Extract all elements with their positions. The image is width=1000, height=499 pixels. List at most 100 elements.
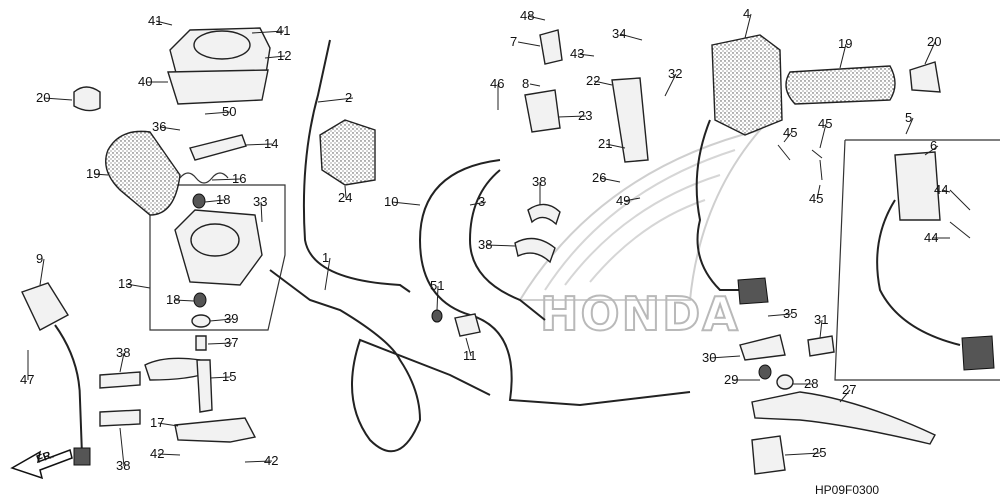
right-grip — [785, 65, 896, 105]
callout-c12: 12 — [277, 48, 291, 63]
callout-c10: 10 — [384, 194, 398, 209]
leader-line-c15 — [209, 376, 231, 379]
cable-2 — [302, 39, 411, 293]
leader-line-c9 — [39, 258, 45, 286]
leader-line-c16 — [211, 178, 241, 181]
callout-c15: 15 — [222, 369, 236, 384]
leader-line-c20b — [924, 41, 936, 65]
switch-assembly-frame — [834, 139, 1000, 381]
leader-line-c33 — [260, 201, 263, 223]
leader-line-c8 — [529, 83, 541, 87]
cover-24 — [319, 119, 376, 186]
callout-c14: 14 — [264, 136, 278, 151]
leader-line-c35 — [767, 313, 792, 317]
cap-18-upper — [192, 193, 206, 209]
bolt-44-a — [949, 189, 971, 211]
leader-line-c24 — [344, 185, 347, 199]
left-grip — [105, 130, 181, 216]
cap-18-lower — [193, 292, 207, 308]
pin-31 — [807, 335, 835, 357]
bolt-45-b — [811, 149, 823, 159]
callout-c43: 43 — [570, 46, 584, 61]
leader-line-c10 — [391, 201, 421, 206]
nut-29 — [758, 364, 772, 380]
callout-c38b: 38 — [116, 458, 130, 473]
bracket-17 — [174, 417, 257, 443]
callout-c29: 29 — [724, 372, 738, 387]
leader-line-c42b — [244, 460, 273, 463]
bolt-45-c — [819, 159, 823, 181]
callout-c40: 40 — [138, 74, 152, 89]
switch-housing-4 — [711, 34, 783, 136]
leader-line-c48 — [527, 15, 546, 21]
leader-line-c18a — [204, 199, 225, 203]
callout-c13: 13 — [118, 276, 132, 291]
callout-c20a: 20 — [36, 90, 50, 105]
callout-c39: 39 — [224, 311, 238, 326]
callout-c44b: 44 — [924, 230, 938, 245]
throttle-cover — [167, 27, 271, 105]
honda-wing-watermark: HONDA — [518, 128, 763, 342]
leader-line-c38a — [119, 352, 125, 373]
callout-c6: 6 — [930, 138, 937, 153]
leader-line-c42a — [157, 453, 181, 456]
holder-25 — [751, 435, 786, 475]
nut-51 — [431, 309, 443, 323]
leader-line-c36 — [159, 126, 181, 131]
leader-line-c23 — [557, 115, 587, 118]
callout-c26: 26 — [592, 170, 606, 185]
leader-line-c17 — [157, 422, 179, 427]
front-direction-arrow: FR. — [10, 448, 73, 480]
leader-line-c2 — [317, 97, 354, 103]
callout-c2: 2 — [345, 90, 352, 105]
callout-c22: 22 — [586, 73, 600, 88]
callout-c19a: 19 — [86, 166, 100, 181]
callout-c49: 49 — [616, 193, 630, 208]
leader-line-c4 — [744, 13, 752, 39]
leader-line-c20a — [43, 97, 73, 101]
clamp-11 — [454, 313, 481, 337]
leader-line-c49 — [623, 197, 641, 202]
leader-line-c51 — [436, 285, 439, 311]
callout-c47: 47 — [20, 372, 34, 387]
leader-line-c44a — [941, 189, 951, 193]
leader-line-c38b — [119, 427, 125, 467]
callout-c27: 27 — [842, 382, 856, 397]
leader-line-c19b — [839, 43, 847, 69]
seal-39 — [191, 314, 211, 328]
grip-end-20-left — [73, 86, 101, 112]
callout-c17: 17 — [150, 415, 164, 430]
bolt-37 — [195, 335, 207, 351]
callout-c30: 30 — [702, 350, 716, 365]
leader-line-c45b — [819, 123, 827, 149]
leader-line-c38d — [485, 244, 516, 247]
lever-bracket-30 — [739, 334, 786, 361]
leader-line-c31 — [819, 319, 823, 339]
cap-28 — [776, 374, 794, 390]
connector-9 — [73, 447, 91, 466]
cable-3 — [468, 169, 546, 321]
wiring-harness — [695, 119, 750, 291]
leader-line-c11 — [465, 337, 472, 357]
leader-line-c13 — [125, 283, 151, 289]
lever-27 — [751, 391, 936, 445]
band-38-left-b — [99, 409, 141, 427]
cable-10 — [418, 159, 691, 407]
callout-c4: 4 — [743, 6, 750, 21]
leader-line-c41b — [251, 30, 285, 34]
leader-line-c21 — [605, 143, 626, 149]
leader-line-c32 — [664, 73, 677, 97]
leader-line-c41a — [155, 20, 173, 26]
callout-c34: 34 — [612, 26, 626, 41]
leader-line-c14 — [244, 143, 273, 146]
callout-c19b: 19 — [838, 36, 852, 51]
leader-line-c43 — [577, 53, 595, 57]
callout-c42b: 42 — [264, 453, 278, 468]
leader-line-c22 — [593, 80, 613, 86]
leader-line-c27 — [839, 389, 851, 403]
wire-9 — [54, 324, 83, 456]
callout-c16: 16 — [232, 171, 246, 186]
callout-c8: 8 — [522, 76, 529, 91]
leader-line-c18b — [173, 299, 195, 302]
